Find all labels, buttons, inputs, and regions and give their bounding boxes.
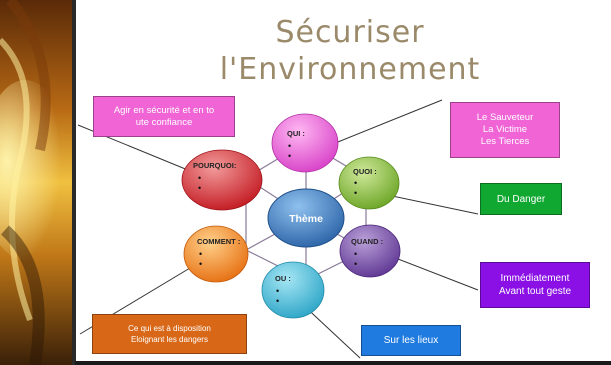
node-comment-label: COMMENT :	[197, 237, 240, 246]
svg-text:•: •	[198, 173, 201, 183]
box-sur-les-lieux: Sur les lieux	[361, 325, 461, 356]
svg-text:•: •	[288, 141, 291, 151]
box-danger-text: Du Danger	[496, 193, 546, 205]
box-immediat-text: Immédiatement Avant tout geste	[498, 273, 572, 297]
box-lieux-text: Sur les lieux	[383, 335, 439, 346]
box-agir-securite: Agir en sécurité et en to ute confiance	[93, 96, 235, 137]
svg-text:•: •	[276, 286, 279, 296]
box-du-danger: Du Danger	[480, 183, 562, 215]
box-immediatement: Immédiatement Avant tout geste	[480, 262, 590, 308]
node-ou: OU : • •	[261, 261, 325, 319]
box-sauveteur: Le Sauveteur La Victime Les Tierces	[450, 102, 560, 158]
connector-sauveteur	[317, 99, 443, 151]
node-qui-label: QUI :	[287, 129, 305, 138]
box-agir-text: Agir en sécurité et en to ute confiance	[113, 104, 215, 128]
node-quoi-label: QUOI :	[353, 167, 377, 176]
node-comment: COMMENT : • •	[183, 225, 249, 283]
node-ou-label: OU :	[275, 274, 291, 283]
slide-title: Sécuriser l'Environnement	[150, 14, 550, 88]
hub-label: Thème	[289, 213, 323, 225]
svg-text:•: •	[354, 178, 357, 188]
svg-text:•: •	[288, 151, 291, 161]
title-line-2: l'Environnement	[219, 52, 481, 87]
svg-text:•: •	[354, 249, 357, 259]
svg-text:•: •	[198, 183, 201, 193]
svg-text:•: •	[354, 188, 357, 198]
node-pourquoi-label: POURQUOI:	[193, 161, 236, 170]
bottom-bar	[75, 361, 611, 365]
svg-text:•: •	[276, 296, 279, 306]
svg-text:•: •	[199, 259, 202, 269]
side-decoration	[0, 0, 76, 365]
node-quand-label: QUAND :	[351, 237, 383, 246]
node-quand: QUAND : • •	[339, 224, 401, 278]
box-sauveteur-text: Le Sauveteur La Victime Les Tierces	[476, 112, 534, 147]
box-disposition-text: Ce qui est à disposition Eloignant les d…	[128, 324, 211, 344]
node-pourquoi: POURQUOI: • •	[181, 149, 263, 211]
node-theme-hub: Thème	[267, 188, 345, 248]
node-qui: QUI : • •	[271, 113, 339, 173]
svg-text:•: •	[199, 249, 202, 259]
node-quoi: QUOI : • •	[338, 156, 400, 210]
title-line-1: Sécuriser	[275, 15, 425, 50]
box-disposition: Ce qui est à disposition Eloignant les d…	[92, 314, 247, 354]
svg-text:•: •	[354, 259, 357, 269]
